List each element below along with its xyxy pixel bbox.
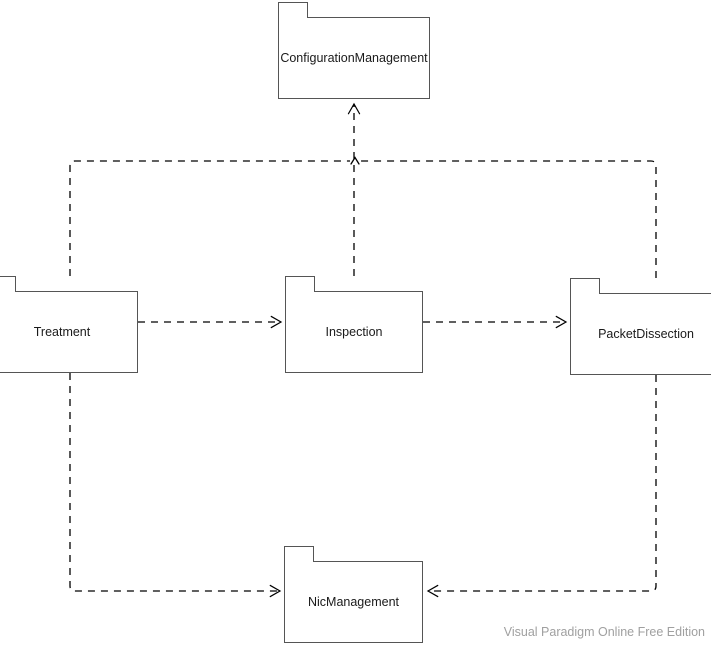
package-label: Inspection	[325, 324, 383, 339]
package-tab-icon	[278, 2, 308, 18]
package-packet-dissection[interactable]: PacketDissection	[570, 278, 711, 375]
package-treatment[interactable]: Treatment	[0, 276, 138, 373]
package-body: NicManagement	[284, 561, 423, 643]
package-body: Inspection	[285, 291, 423, 373]
edge-packet-dissection-to-configuration-management[interactable]	[358, 160, 657, 278]
watermark-label: Visual Paradigm Online Free Edition	[503, 625, 705, 639]
package-inspection[interactable]: Inspection	[285, 276, 423, 373]
package-tab-icon	[284, 546, 314, 562]
package-tab-icon	[570, 278, 600, 294]
package-tab-icon	[0, 276, 16, 292]
package-configuration-management[interactable]: ConfigurationManagement	[278, 2, 430, 99]
edge-treatment-to-configuration-management[interactable]	[69, 160, 350, 276]
package-label: Treatment	[33, 324, 91, 339]
package-body: PacketDissection	[570, 293, 711, 375]
edge-treatment-to-nic-management[interactable]	[69, 373, 282, 598]
package-label: ConfigurationManagement	[280, 50, 428, 65]
package-label: NicManagement	[307, 594, 399, 609]
line-crossing-arrow-marker	[350, 156, 360, 165]
edge-packet-dissection-to-nic-management[interactable]	[426, 375, 657, 598]
package-body: Treatment	[0, 291, 138, 373]
package-tab-icon	[285, 276, 315, 292]
package-body: ConfigurationManagement	[278, 17, 430, 99]
package-nic-management[interactable]: NicManagement	[284, 546, 423, 643]
package-label: PacketDissection	[598, 326, 694, 341]
